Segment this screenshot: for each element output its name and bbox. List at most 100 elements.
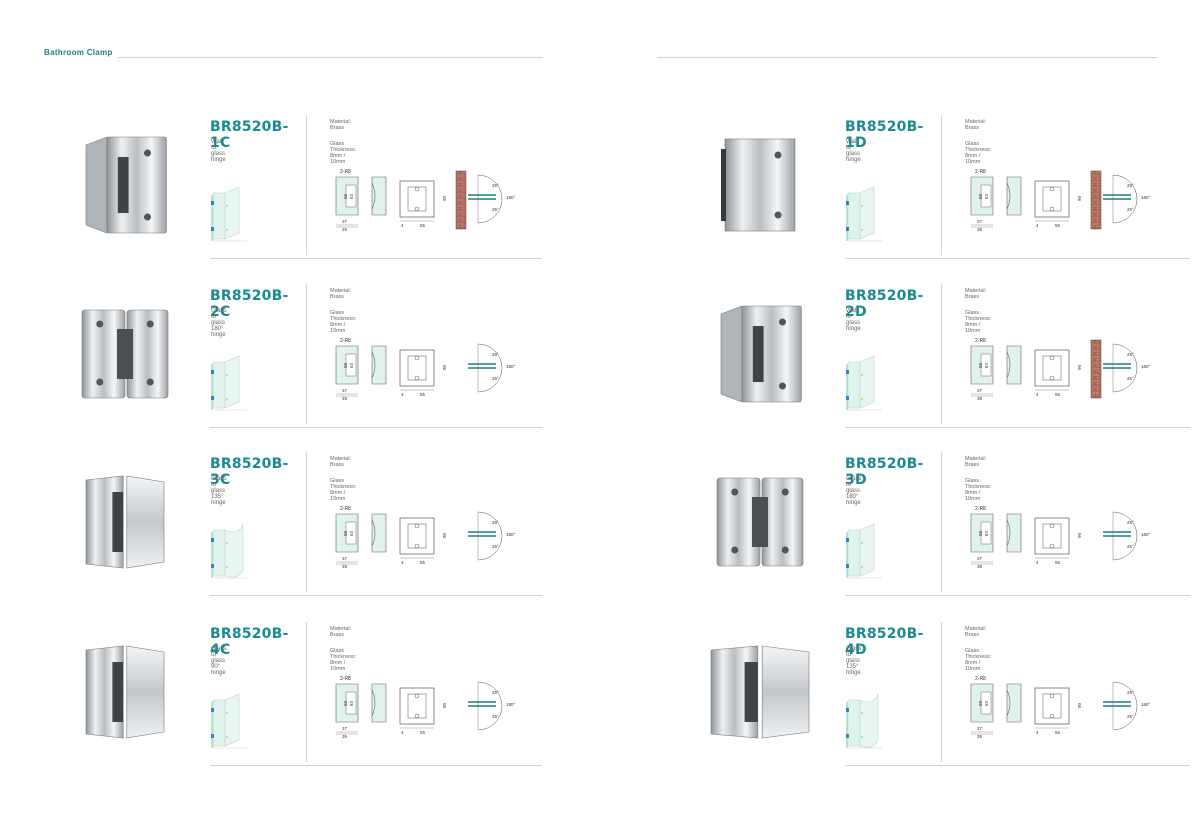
row-divider [210,427,542,428]
angle-label: 25° [492,183,499,188]
column-divider [306,115,307,255]
dim-label: 55 [1055,730,1061,735]
dim-label: 63 [349,700,354,706]
row-divider [845,595,1190,596]
column-divider [941,452,942,592]
hinge-photo [81,309,169,399]
hinge-photo [710,645,810,739]
installation-schematic [211,355,247,411]
dim-label: 4 [401,560,404,565]
dim-label: 37 [977,219,983,224]
angle-label: 25° [1127,690,1134,695]
angle-label: 180° [506,364,516,369]
thickness-label: Glass Thickness: 8mm / 10mm [965,141,992,165]
dim-label: 2-R8 [975,676,986,682]
angle-label: 180° [506,195,516,200]
hinge-photo [721,138,796,232]
dim-label: 39 [342,227,348,232]
dim-label: 2-R8 [340,506,351,512]
dim-label: 63 [984,362,989,368]
dim-label: 37 [977,556,983,561]
angle-label: 25° [1127,207,1134,212]
dim-label: 37 [977,726,983,731]
front-view: 90 55 4 [1034,349,1082,397]
product-description: Wall to glass hinge [211,139,226,163]
product-description: Glass to glass 135° hinge [846,646,862,676]
dim-label: 37 [342,219,348,224]
dim-label: 55 [420,730,426,735]
installation-schematic [846,523,882,579]
angle-label: 180° [1141,195,1151,200]
material-label: Material: Brass [330,456,352,468]
row-divider [210,765,542,766]
dim-label: 63 [349,362,354,368]
dim-label: 58 [978,193,983,199]
dim-label: 63 [984,530,989,536]
angle-label: 180° [1141,364,1151,369]
product-description: Wall to glass hinge [846,308,861,332]
header-rule-right [657,57,1157,58]
thickness-label: Glass Thickness: 8mm / 10mm [965,310,992,334]
thickness-label: Glass Thickness: 8mm / 10mm [330,648,357,672]
dim-label: 2-R8 [975,338,986,344]
product-description: Glass to glass 180° hinge [846,476,862,506]
side-view: 25°25°180° [468,681,516,731]
product-description: Wall to glass hinge [846,139,861,163]
dim-label: 90 [1077,364,1082,370]
dim-label: 39 [977,564,983,569]
dim-label: 55 [1055,392,1061,397]
angle-label: 25° [1127,520,1134,525]
angle-label: 25° [1127,714,1134,719]
dim-label: 39 [342,564,348,569]
angle-label: 25° [1127,352,1134,357]
angle-label: 25° [492,376,499,381]
angle-label: 180° [1141,532,1151,537]
product-code: BR8520B-3D [845,456,924,488]
column-divider [941,622,942,762]
dim-label: 63 [349,530,354,536]
material-label: Material: Brass [965,119,987,131]
dim-label: 39 [977,734,983,739]
dim-label: 63 [984,193,989,199]
product-code: BR8520B-2C [210,288,289,320]
thickness-label: Glass Thickness: 8mm / 10mm [965,648,992,672]
dim-label: 55 [420,392,426,397]
angle-label: 25° [492,544,499,549]
dim-label: 4 [1036,392,1039,397]
side-view: 25°25°180° [1090,339,1151,399]
angle-label: 25° [492,714,499,719]
angle-label: 25° [492,520,499,525]
hinge-photo [85,475,165,569]
product-code: BR8520B-1C [210,119,289,151]
row-divider [845,258,1190,259]
angle-label: 180° [1141,702,1151,707]
dim-label: 39 [342,396,348,401]
material-label: Material: Brass [330,626,352,638]
dim-label: 55 [1055,560,1061,565]
dim-label: 4 [1036,560,1039,565]
dim-label: 2-R8 [975,506,986,512]
installation-schematic [211,693,247,749]
side-view: 25°25°180° [468,343,516,393]
column-divider [941,284,942,424]
side-view: 25°25°180° [1090,170,1151,230]
dim-label: 55 [420,560,426,565]
side-view: 25° 25° 180° [1103,681,1151,731]
dim-label: 2-R8 [340,676,351,682]
angle-label: 25° [492,207,499,212]
dim-label: 90 [1077,195,1082,201]
product-code: BR8520B-3C [210,456,289,488]
